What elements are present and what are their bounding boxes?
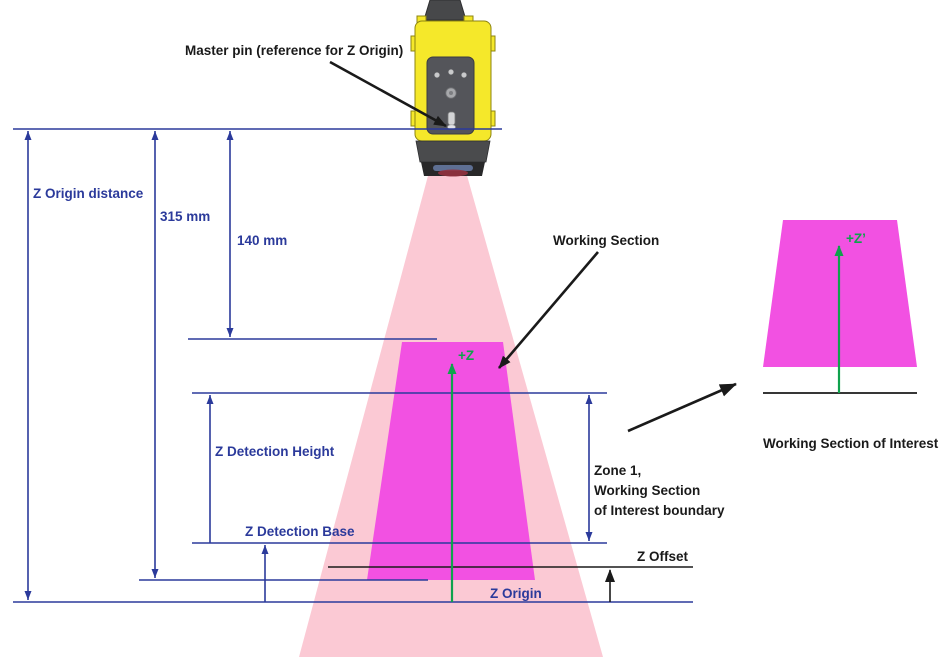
working-section-label: Working Section — [553, 233, 659, 248]
indicator-dot — [448, 69, 454, 75]
zone1-label-line1: Zone 1, — [594, 463, 641, 478]
laser-emitter-glow — [438, 169, 468, 177]
zone1-label-line3: of Interest boundary — [594, 503, 725, 518]
working-section-of-interest-label: Working Section of Interest — [763, 436, 939, 451]
working-section-of-interest-inset — [763, 220, 917, 394]
inset-pointer-arrow — [627, 382, 737, 433]
z-offset-label: Z Offset — [637, 549, 689, 564]
plus-z-label: +Z — [458, 348, 474, 363]
plus-z-prime-label: +Z’ — [846, 231, 866, 246]
dim-140mm-label: 140 mm — [237, 233, 287, 248]
z-detection-height-label: Z Detection Height — [215, 444, 335, 459]
panel-screw-center — [449, 91, 453, 95]
master-pin-callout-arrow — [329, 60, 447, 128]
sensor-cable-connector — [423, 0, 467, 21]
zone1-label-line2: Working Section — [594, 483, 700, 498]
working-section-callout-arrow — [498, 251, 599, 369]
z-origin-distance-label: Z Origin distance — [33, 186, 144, 201]
master-pin — [447, 111, 456, 126]
sensor-device — [410, 0, 496, 177]
indicator-dot — [434, 72, 440, 78]
sensor-lens-window — [433, 165, 473, 171]
z-origin-label: Z Origin — [490, 586, 542, 601]
z-detection-base-label: Z Detection Base — [245, 524, 355, 539]
indicator-dot — [461, 72, 467, 78]
sensor-lower-housing — [415, 140, 491, 163]
master-pin-label: Master pin (reference for Z Origin) — [185, 43, 403, 58]
dim-315mm-label: 315 mm — [160, 209, 210, 224]
